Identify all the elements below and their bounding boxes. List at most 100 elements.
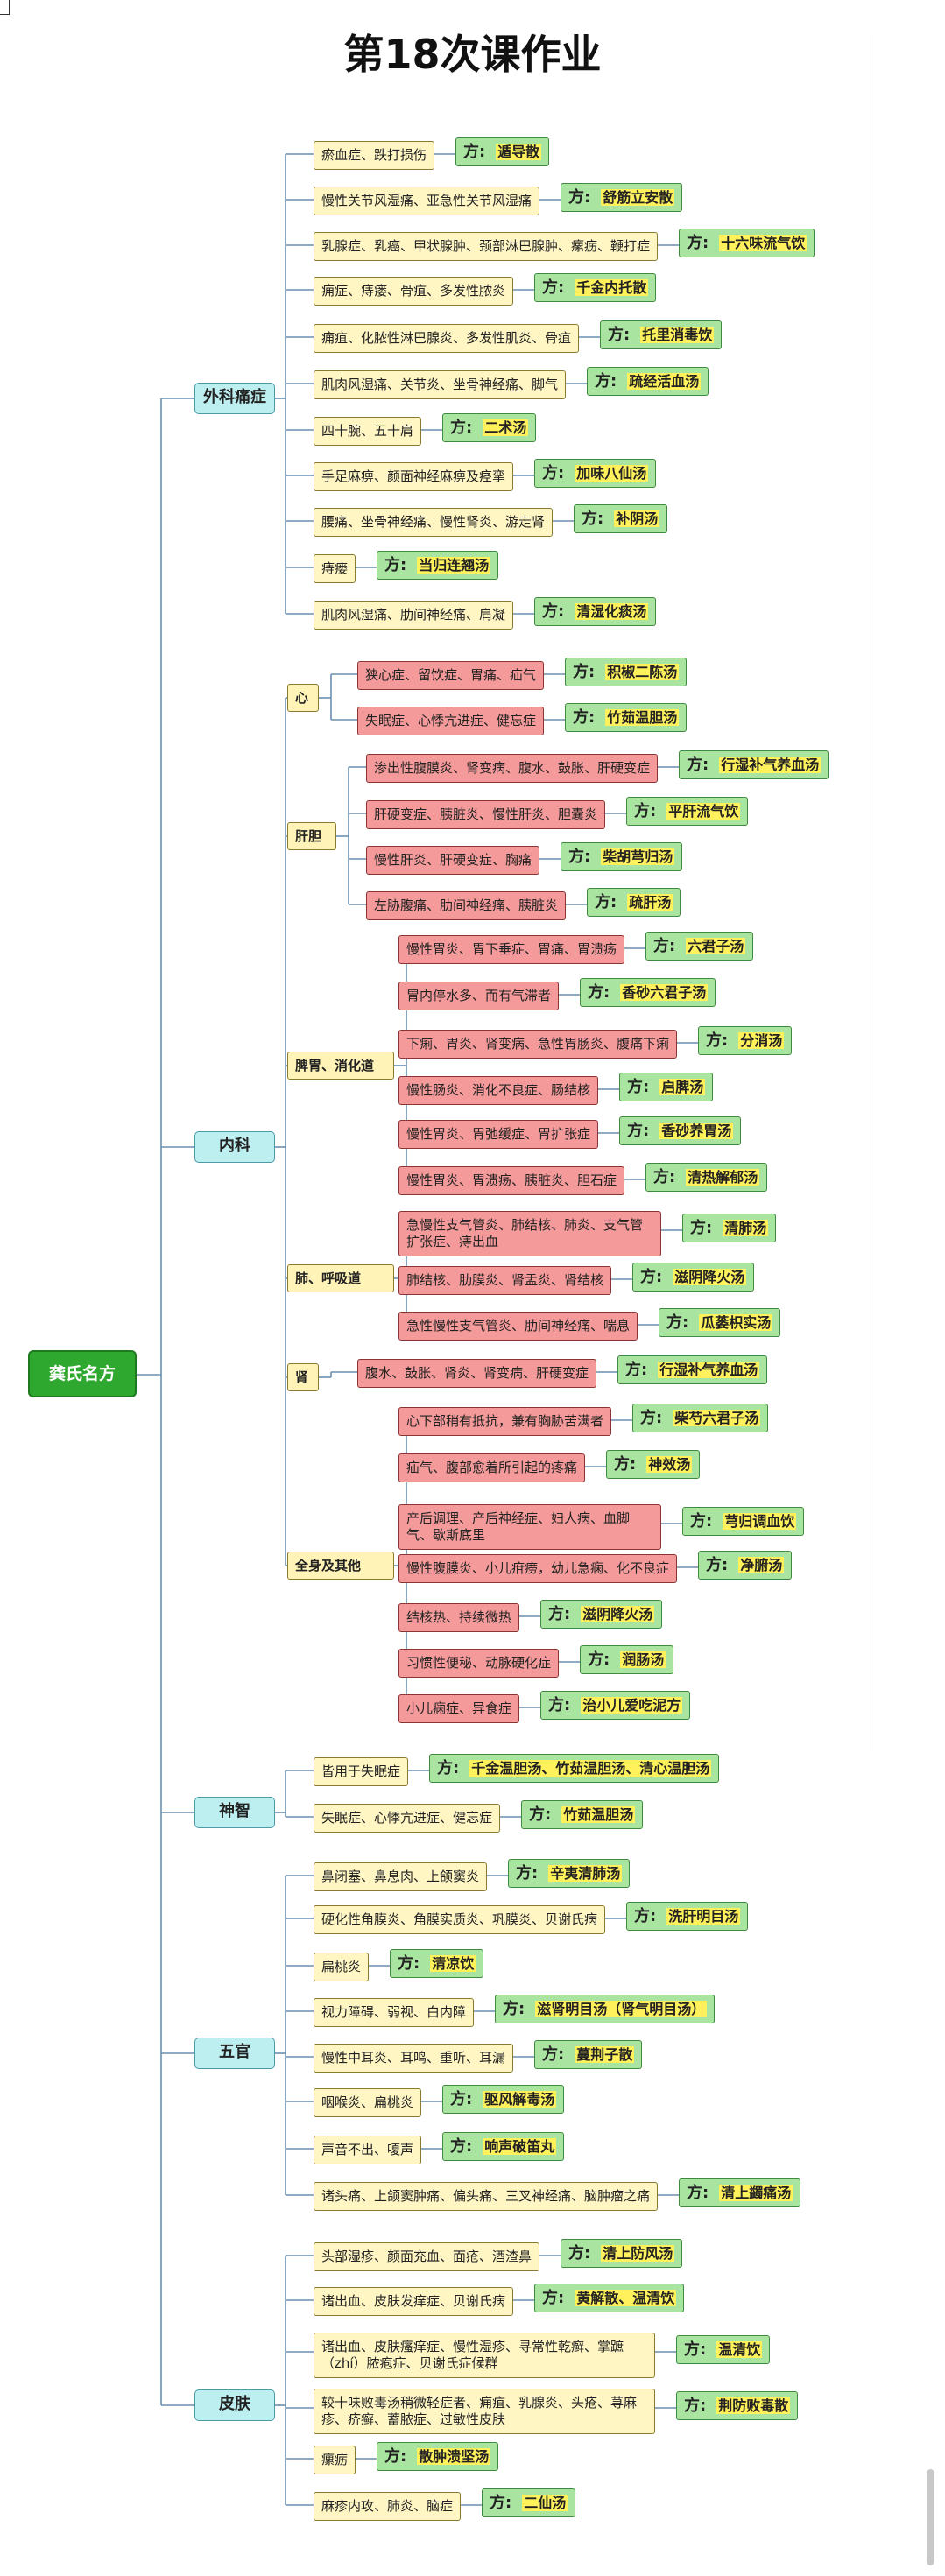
recipe-3-0-4[interactable]: 方:蔓荆子散 <box>534 2040 643 2069</box>
category-2[interactable]: 神智 <box>194 1797 275 1828</box>
recipe-0-0-2[interactable]: 方:十六味流气饮 <box>679 229 815 257</box>
condition-1-2-1: 胃内停水多、而有气滞者 <box>398 982 560 1010</box>
recipe-1-2-3[interactable]: 方:启脾汤 <box>619 1073 714 1101</box>
recipe-3-0-1[interactable]: 方:洗肝明目汤 <box>626 1902 749 1931</box>
recipe-1-2-0[interactable]: 方:六君子汤 <box>645 932 754 961</box>
recipe-name: 滋阴降火汤 <box>673 1269 747 1285</box>
fang-label: 方: <box>588 983 610 1002</box>
recipe-0-0-9[interactable]: 方: 当归连翘汤 <box>377 551 499 580</box>
subgroup-1-5[interactable]: 全身及其他 <box>287 1552 394 1580</box>
recipe-3-0-0[interactable]: 方: 辛夷清肺汤 <box>508 1859 631 1888</box>
category-0[interactable]: 外科痛症 <box>194 383 275 414</box>
recipe-name: 二术汤 <box>483 419 529 436</box>
recipe-name: 六君子汤 <box>686 938 746 954</box>
fang-label: 方: <box>542 2289 565 2307</box>
recipe-1-5-5[interactable]: 方:润肠汤 <box>580 1645 674 1674</box>
recipe-name: 清肺汤 <box>723 1220 769 1236</box>
recipe-1-4-0[interactable]: 方:行湿补气养血汤 <box>617 1355 768 1384</box>
recipe-0-0-8[interactable]: 方:补阴汤 <box>574 504 668 533</box>
condition-2-0-0: 皆用于失眠症 <box>314 1757 409 1786</box>
recipe-1-2-4[interactable]: 方:香砂养胃汤 <box>619 1116 742 1145</box>
category-1[interactable]: 内科 <box>194 1131 275 1163</box>
recipe-3-0-6[interactable]: 方:响声破笛丸 <box>442 2132 565 2161</box>
recipe-name: 净腑汤 <box>738 1557 785 1573</box>
recipe-1-1-2[interactable]: 方:柴胡芎归汤 <box>561 842 683 871</box>
condition-3-0-4: 慢性中耳炎、耳鸣、重听、耳漏 <box>314 2044 514 2073</box>
fang-label: 方: <box>384 556 407 574</box>
recipe-0-0-4[interactable]: 方:托里消毒饮 <box>600 320 723 349</box>
recipe-3-0-3[interactable]: 方:滋肾明目汤（肾气明目汤） <box>495 1995 716 2023</box>
recipe-0-0-6[interactable]: 方:二术汤 <box>442 413 537 442</box>
recipe-0-0-5[interactable]: 方:疏经活血汤 <box>587 367 709 396</box>
recipe-4-0-4[interactable]: 方:散肿溃坚汤 <box>377 2442 499 2471</box>
recipe-1-5-1[interactable]: 方:神效汤 <box>606 1450 701 1479</box>
recipe-name: 滋阴降火汤 <box>581 1606 655 1622</box>
recipe-3-0-7[interactable]: 方:清上蠲痛汤 <box>679 2178 801 2207</box>
fang-label: 方: <box>516 1864 539 1883</box>
vertical-scrollbar[interactable] <box>927 2469 934 2565</box>
recipe-name: 散肿溃坚汤 <box>417 2448 491 2465</box>
fang-label: 方: <box>463 143 486 161</box>
recipe-2-0-0[interactable]: 方:千金温胆汤、竹茹温胆汤、清心温胆汤 <box>429 1754 720 1783</box>
recipe-4-0-0[interactable]: 方:清上防风汤 <box>561 2239 683 2268</box>
recipe-4-0-2[interactable]: 方:温清饮 <box>676 2335 771 2364</box>
recipe-1-5-2[interactable]: 方:芎归调血饮 <box>682 1507 805 1536</box>
recipe-1-5-0[interactable]: 方:柴芍六君子汤 <box>632 1404 769 1432</box>
recipe-name: 千金内托散 <box>575 279 649 296</box>
recipe-name: 辛夷清肺汤 <box>548 1865 623 1882</box>
recipe-name: 积椒二陈汤 <box>605 664 680 680</box>
fang-label: 方: <box>568 188 591 207</box>
recipe-1-2-1[interactable]: 方:香砂六君子汤 <box>580 978 716 1007</box>
condition-1-5-3: 慢性腹膜炎、小儿疳痨，幼儿急痫、化不良症 <box>398 1554 678 1583</box>
recipe-1-1-3[interactable]: 方:疏肝汤 <box>587 888 681 917</box>
subgroup-1-4[interactable]: 肾 <box>287 1363 319 1391</box>
recipe-1-5-3[interactable]: 方:净腑汤 <box>698 1551 793 1580</box>
fang-label: 方: <box>706 1031 729 1050</box>
recipe-0-0-7[interactable]: 方:加味八仙汤 <box>534 459 657 488</box>
recipe-name: 清上蠲痛汤 <box>719 2185 793 2201</box>
recipe-1-2-5[interactable]: 方:清热解郁汤 <box>645 1163 768 1192</box>
recipe-1-5-4[interactable]: 方:滋阴降火汤 <box>540 1600 663 1629</box>
recipe-1-3-0[interactable]: 方:清肺汤 <box>682 1214 777 1242</box>
recipe-1-3-2[interactable]: 方:瓜蒌枳实汤 <box>659 1308 781 1337</box>
root-node[interactable]: 龚氏名方 <box>28 1350 137 1397</box>
recipe-name: 瓜蒌枳实汤 <box>699 1314 773 1331</box>
recipe-1-1-1[interactable]: 方:平肝流气饮 <box>626 797 749 826</box>
recipe-1-5-6[interactable]: 方:治小儿爱吃泥方 <box>540 1691 691 1720</box>
condition-0-0-6: 四十腕、五十肩 <box>314 417 422 446</box>
recipe-name: 疏肝汤 <box>627 894 673 911</box>
recipe-1-2-2[interactable]: 方:分消汤 <box>698 1026 793 1055</box>
condition-1-5-1: 疝气、腹部愈着所引起的疼痛 <box>398 1453 586 1482</box>
recipe-1-3-1[interactable]: 方:滋阴降火汤 <box>632 1263 755 1292</box>
recipe-3-0-5[interactable]: 方:驱风解毒汤 <box>442 2085 565 2114</box>
recipe-4-0-1[interactable]: 方:黄解散、温清饮 <box>534 2284 685 2312</box>
recipe-name: 二仙汤 <box>522 2495 568 2511</box>
category-4[interactable]: 皮肤 <box>194 2389 275 2421</box>
subgroup-1-3[interactable]: 肺、呼吸道 <box>287 1264 394 1292</box>
recipe-1-1-0[interactable]: 方:行湿补气养血汤 <box>679 750 829 779</box>
fang-label: 方: <box>684 2397 707 2415</box>
condition-1-2-2: 下痢、胃炎、肾变病、急性胃肠炎、腹痛下痢 <box>398 1030 678 1059</box>
fang-label: 方: <box>614 1455 637 1474</box>
recipe-name: 当归连翘汤 <box>417 557 491 574</box>
recipe-0-0-3[interactable]: 方:千金内托散 <box>534 273 657 302</box>
condition-2-0-1: 失眠症、心悸亢进症、健忘症 <box>314 1804 501 1833</box>
recipe-1-0-1[interactable]: 方:竹茹温胆汤 <box>565 703 688 732</box>
recipe-0-0-10[interactable]: 方:清湿化痰汤 <box>534 597 657 626</box>
recipe-4-0-5[interactable]: 方:二仙汤 <box>482 2488 576 2517</box>
fang-label: 方: <box>503 2000 525 2018</box>
recipe-0-0-0[interactable]: 方:遁导散 <box>455 137 550 166</box>
subgroup-1-0[interactable]: 心 <box>287 684 319 712</box>
category-3[interactable]: 五官 <box>194 2038 275 2069</box>
recipe-4-0-3[interactable]: 方:荆防败毒散 <box>676 2391 799 2420</box>
recipe-3-0-2[interactable]: 方:清凉饮 <box>390 1949 484 1978</box>
recipe-1-0-0[interactable]: 方:积椒二陈汤 <box>565 658 688 686</box>
recipe-2-0-1[interactable]: 方:竹茹温胆汤 <box>521 1800 644 1829</box>
condition-3-0-2: 扁桃炎 <box>314 1953 370 1981</box>
recipe-0-0-1[interactable]: 方:舒筋立安散 <box>561 183 683 212</box>
subgroup-1-2[interactable]: 脾胃、消化道 <box>287 1052 394 1080</box>
subgroup-1-1[interactable]: 肝胆 <box>287 822 336 850</box>
fang-label: 方: <box>542 464 565 482</box>
fang-label: 方: <box>627 1122 650 1140</box>
